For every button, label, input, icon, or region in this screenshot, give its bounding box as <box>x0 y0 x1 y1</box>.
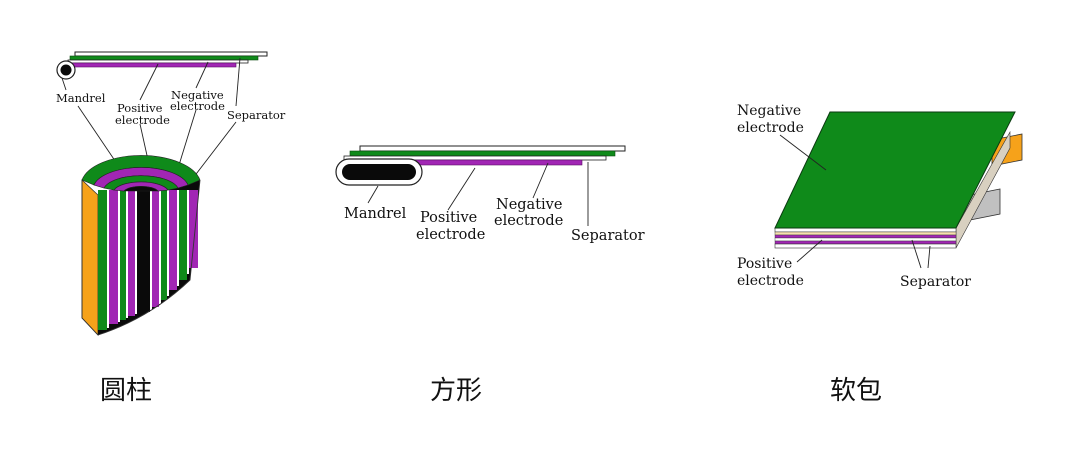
pouch-top-negative-electrode <box>774 111 1016 229</box>
pri-label-positive-line2: electrode <box>416 227 485 243</box>
pouch-leader-lines <box>779 134 931 269</box>
pouch-label-positive-line1: Positive <box>737 256 792 272</box>
cyl-separator-strip <box>74 51 268 57</box>
pri-label-negative-line1: Negative <box>496 197 562 213</box>
cyl-negative-strip <box>69 55 259 61</box>
cylindrical-cell-figure: Mandrel Positive electrode Negative elec… <box>56 51 286 337</box>
pri-label-separator: Separator <box>571 228 645 244</box>
pouch-label-negative-line1: Negative <box>737 103 801 119</box>
pouch-label-negative-line2: electrode <box>737 120 804 136</box>
pouch-label-separator: Separator <box>900 274 971 290</box>
cyl-mandrel-core <box>60 64 72 76</box>
cyl-label-positive-line1: Positive <box>117 101 163 115</box>
pouch-stack-front-layers <box>774 227 957 249</box>
caption-cylindrical: 圆柱 <box>100 376 153 406</box>
pouch-label-positive-line2: electrode <box>737 273 804 289</box>
cyl-label-mandrel: Mandrel <box>56 91 106 105</box>
pri-separator-strip <box>359 145 626 152</box>
cyl-positive-strip <box>67 62 237 68</box>
pri-label-positive-line1: Positive <box>420 210 477 226</box>
pri-mandrel-core <box>342 164 416 180</box>
cyl-separator-strip-2 <box>67 59 249 64</box>
cyl-label-negative-line2: electrode <box>170 99 225 113</box>
cyl-vertical-layers <box>98 190 198 330</box>
pri-leader-lines <box>367 162 589 226</box>
cyl-label-positive-line2: electrode <box>115 113 170 127</box>
prismatic-cell-figure: Mandrel Positive electrode Negative elec… <box>335 145 645 244</box>
cyl-unrolled-layers <box>56 51 268 80</box>
cyl-label-separator: Separator <box>227 108 286 122</box>
cyl-top-rings <box>81 155 201 192</box>
cyl-cutaway-body <box>81 155 201 337</box>
pri-label-negative-line2: electrode <box>494 213 563 229</box>
pouch-cell-figure: Negative electrode Positive electrode Se… <box>737 103 1023 290</box>
cyl-label-negative-line1: Negative <box>171 88 224 102</box>
caption-pouch: 软包 <box>830 376 883 406</box>
caption-prismatic: 方形 <box>430 376 483 406</box>
pri-negative-strip <box>349 150 616 157</box>
pri-label-mandrel: Mandrel <box>344 206 407 222</box>
